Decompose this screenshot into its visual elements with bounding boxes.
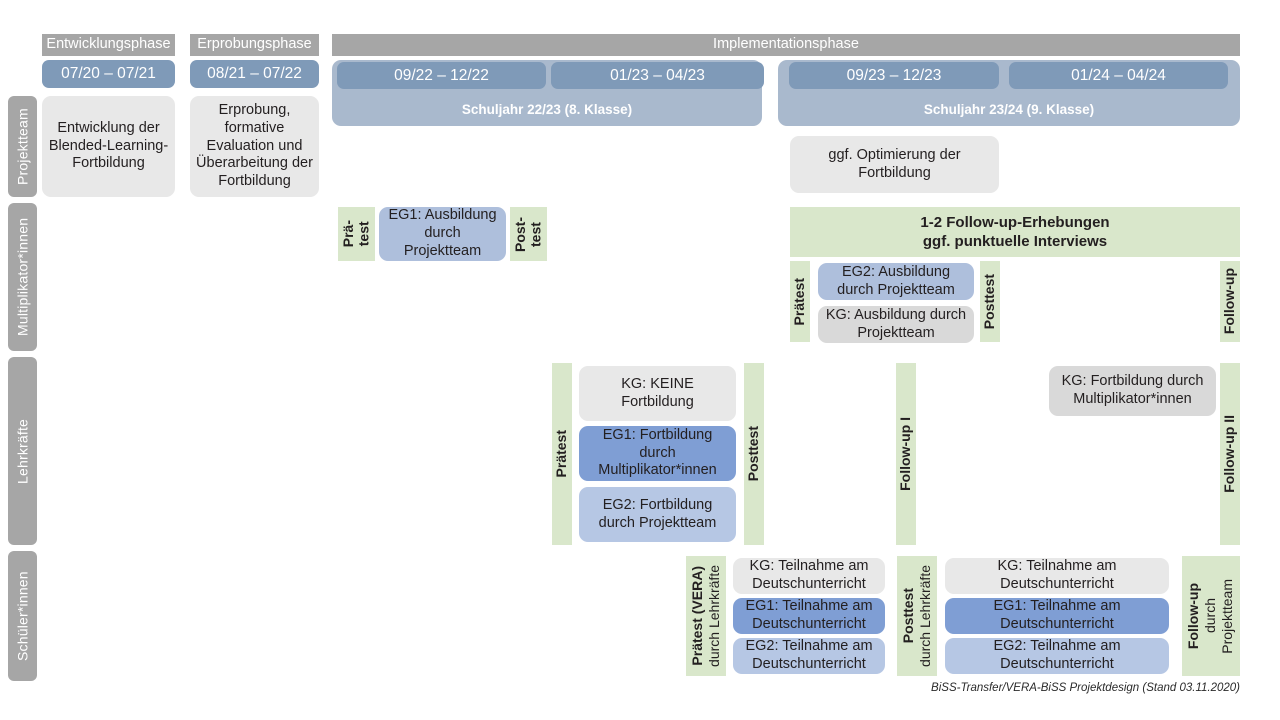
row-label-lehrkraefte: Lehrkräfte <box>8 357 37 545</box>
strip-posttest-multiplikator-2: Posttest <box>980 261 1000 342</box>
strip-praetest-vera-sublabel: durch Lehrkräfte <box>705 565 722 667</box>
date-chip-0124-0424: 01/24 – 04/24 <box>1009 62 1228 89</box>
phase-header-implementationsphase: Implementationsphase <box>332 34 1240 56</box>
strip-followup-1-lehrkraefte: Follow-up I <box>896 363 916 545</box>
strip-posttest-schueler-sublabel: durch Lehrkräfte <box>916 565 933 667</box>
strip-posttest-schueler-label: Posttest <box>899 588 916 644</box>
strip-praetest-lehrkraefte-label: Prätest <box>553 430 570 478</box>
strip-praetest-vera-schueler: durch Lehrkräfte Prätest (VERA) <box>686 556 726 676</box>
card-kg-teilnahme-deutschunterricht-1: KG: Teilnahme am Deutschunterricht <box>733 558 885 594</box>
card-eg1-teilnahme-deutschunterricht-2: EG1: Teilnahme am Deutschunterricht <box>945 598 1169 634</box>
row-label-multiplikatorinnen: Multiplikator*innen <box>8 203 37 351</box>
strip-followup-schueler-text: Projektteam durch Follow-up <box>1185 578 1235 654</box>
strip-followup-2-lehrkraefte: Follow-up II <box>1220 363 1240 545</box>
strip-posttest-schueler: durch Lehrkräfte Posttest <box>897 556 937 676</box>
card-kg-fortbildung-multiplikator: KG: Fortbildung durch Multiplikator*inne… <box>1049 366 1216 416</box>
strip-praetest-vera-label: Prätest (VERA) <box>688 566 705 666</box>
strip-praetest-multiplikator-2: Prätest <box>790 261 810 342</box>
strip-followup-schueler: Projektteam durch Follow-up <box>1182 556 1240 676</box>
card-eg2-teilnahme-deutschunterricht-1: EG2: Teilnahme am Deutschunterricht <box>733 638 885 674</box>
strip-posttest-lehrkraefte-label: Posttest <box>745 426 762 482</box>
strip-followup-2-lehrkraefte-label: Follow-up II <box>1221 415 1238 493</box>
date-chip-0123-0423: 01/23 – 04/23 <box>551 62 764 89</box>
card-eg1-fortbildung-multiplikator: EG1: Fortbildung durch Multiplikator*inn… <box>579 426 736 481</box>
strip-praetest-multiplikator-2-label: Prätest <box>791 277 808 326</box>
phase-header-erprobungsphase: Erprobungsphase <box>190 34 319 56</box>
card-kg-teilnahme-deutschunterricht-2: KG: Teilnahme am Deutschunterricht <box>945 558 1169 594</box>
card-eg1-teilnahme-deutschunterricht-1: EG1: Teilnahme am Deutschunterricht <box>733 598 885 634</box>
date-chip-0720-0721: 07/20 – 07/21 <box>42 60 175 88</box>
date-chip-0923-1223: 09/23 – 12/23 <box>789 62 999 89</box>
card-kg-keine-fortbildung: KG: KEINE Fortbildung <box>579 366 736 421</box>
card-eg1-ausbildung-projektteam: EG1: Ausbildung durch Projektteam <box>379 207 506 261</box>
banner-followup-erhebungen: 1-2 Follow-up-Erhebungen ggf. punktuelle… <box>790 207 1240 257</box>
strip-praetest-lehrkraefte: Prätest <box>552 363 572 545</box>
card-ggf-optimierung: ggf. Optimierung der Fortbildung <box>790 136 999 193</box>
card-entwicklung-fortbildung: Entwicklung der Blended-Learning-Fortbil… <box>42 96 175 197</box>
date-chip-0922-1222: 09/22 – 12/22 <box>337 62 546 89</box>
row-label-projektteam: Projektteam <box>8 96 37 197</box>
card-kg-ausbildung-projektteam: KG: Ausbildung durch Projektteam <box>818 306 974 343</box>
strip-followup-multiplikator: Follow-up <box>1220 261 1240 342</box>
strip-praetest-multiplikator-label: Prä- test <box>339 220 372 248</box>
strip-praetest-multiplikator: Prä- test <box>338 207 375 261</box>
strip-posttest-lehrkraefte: Posttest <box>744 363 764 545</box>
strip-followup-schueler-sublabel-2: Projektteam <box>1218 578 1235 654</box>
card-eg2-ausbildung-projektteam: EG2: Ausbildung durch Projektteam <box>818 263 974 300</box>
strip-posttest-schueler-text: durch Lehrkräfte Posttest <box>899 565 933 667</box>
card-erprobung-evaluation: Erprobung, formative Evaluation und Über… <box>190 96 319 197</box>
strip-followup-multiplikator-label: Follow-up <box>1221 268 1238 335</box>
card-eg2-teilnahme-deutschunterricht-2: EG2: Teilnahme am Deutschunterricht <box>945 638 1169 674</box>
card-eg2-fortbildung-projektteam: EG2: Fortbildung durch Projektteam <box>579 487 736 542</box>
strip-posttest-multiplikator: Post- test <box>510 207 547 261</box>
phase-header-entwicklungsphase: Entwicklungsphase <box>42 34 175 56</box>
strip-posttest-multiplikator-label: Post- test <box>511 216 544 252</box>
strip-praetest-vera-text: durch Lehrkräfte Prätest (VERA) <box>688 565 722 667</box>
strip-followup-schueler-label: Follow-up <box>1185 582 1202 650</box>
strip-followup-1-lehrkraefte-label: Follow-up I <box>897 417 914 491</box>
row-label-schuelerinnen: Schüler*innen <box>8 551 37 681</box>
strip-posttest-multiplikator-2-label: Posttest <box>981 273 998 330</box>
footer-caption: BiSS-Transfer/VERA-BiSS Projektdesign (S… <box>931 682 1240 694</box>
strip-followup-schueler-sublabel-1: durch <box>1202 598 1219 634</box>
date-chip-0821-0722: 08/21 – 07/22 <box>190 60 319 88</box>
